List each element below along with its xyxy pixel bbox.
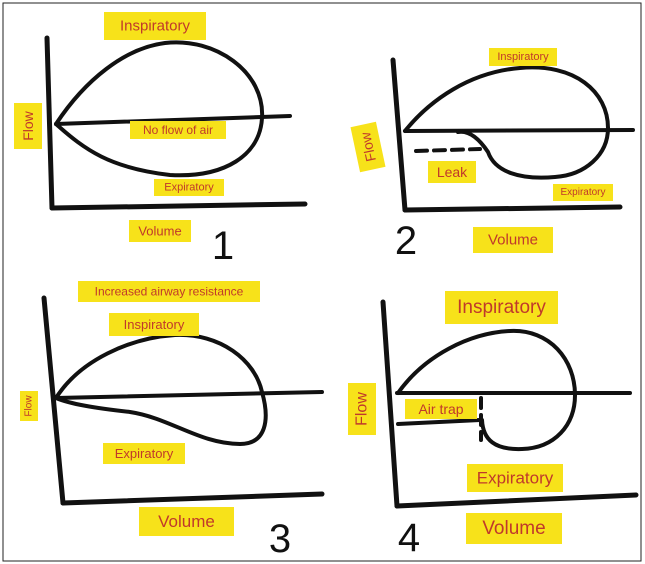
- panel-2-inspiratory-curve: [403, 65, 610, 180]
- panel-3-expiratory-text: Expiratory: [115, 446, 174, 461]
- panel-4-expiratory-label: Expiratory: [467, 464, 563, 492]
- panel-2-expiratory-label: Expiratory: [553, 184, 613, 201]
- panel-1-inspiratory-label: Inspiratory: [104, 12, 206, 40]
- panel-4-flow-label: Flow: [348, 383, 376, 435]
- panel-2-volume-text: Volume: [488, 232, 538, 249]
- panel-1-volume-text: Volume: [138, 224, 181, 239]
- panel-1-axes: [44, 35, 308, 211]
- panel-3-loop: [54, 332, 268, 446]
- panel-2-volume-label: Volume: [473, 227, 553, 253]
- panel-3-volume-label: Volume: [139, 507, 234, 536]
- panel-4: Inspiratory Flow Air trap Expiratory Vol…: [348, 291, 639, 560]
- panel-2-leak-label: Leak: [428, 161, 476, 183]
- panel-1-flow-text: Flow: [20, 110, 36, 140]
- panel-2-flow-text: Flow: [357, 130, 379, 163]
- panel-3-title-label: Increased airway resistance: [78, 281, 260, 302]
- panel-1-flow-label: Flow: [14, 103, 42, 149]
- panel-2: Inspiratory Flow Leak Expiratory Volume …: [350, 48, 635, 263]
- panel-3-flow-label: Flow: [20, 391, 38, 421]
- panel-4-expiratory-text: Expiratory: [477, 469, 554, 488]
- panel-1-number: 1: [212, 224, 234, 268]
- panel-4-inspiratory-label: Inspiratory: [445, 291, 558, 324]
- panel-3-inspiratory-label: Inspiratory: [109, 313, 199, 336]
- panel-4-number: 4: [398, 516, 420, 560]
- panel-3: Increased airway resistance Inspiratory …: [20, 281, 325, 561]
- panel-2-number: 2: [395, 219, 417, 263]
- panel-4-volume-text: Volume: [482, 518, 545, 539]
- panel-4-flow-text: Flow: [354, 392, 371, 426]
- panel-3-flow-text: Flow: [24, 395, 35, 417]
- panel-4-inspiratory-text: Inspiratory: [457, 297, 546, 318]
- panel-1-inspiratory-text: Inspiratory: [120, 18, 191, 35]
- panel-1-note-label: No flow of air: [130, 121, 226, 139]
- panel-2-leak-text: Leak: [437, 164, 468, 180]
- panel-3-inspiratory-text: Inspiratory: [124, 317, 185, 332]
- panel-4-axes: [380, 299, 639, 509]
- panel-3-expiratory-label: Expiratory: [103, 443, 185, 464]
- panel-1-expiratory-label: Expiratory: [154, 179, 224, 196]
- panel-1-note-text: No flow of air: [143, 123, 213, 137]
- panel-1-expiratory-text: Expiratory: [164, 182, 214, 194]
- panel-4-air-trap-text: Air trap: [418, 401, 463, 417]
- panel-3-volume-text: Volume: [158, 512, 215, 531]
- panel-1-volume-label: Volume: [129, 220, 191, 242]
- panel-2-inspiratory-label: Inspiratory: [489, 48, 557, 66]
- panel-3-number: 3: [269, 517, 291, 561]
- panel-3-axes: [41, 295, 325, 506]
- panel-2-flow-label: Flow: [350, 121, 386, 173]
- panel-1-loop: [54, 40, 265, 178]
- panel-3-title-text: Increased airway resistance: [95, 285, 244, 299]
- panel-2-inspiratory-text: Inspiratory: [497, 51, 549, 63]
- panel-4-air-trap-label: Air trap: [405, 399, 477, 419]
- panel-2-axes: [390, 57, 635, 213]
- panel-4-loop: [396, 328, 577, 452]
- panel-2-leak-dash: [414, 147, 482, 153]
- panel-1: Inspiratory Flow No flow of air Expirato…: [14, 12, 308, 268]
- panel-2-expiratory-text: Expiratory: [560, 187, 605, 198]
- panel-4-volume-label: Volume: [466, 513, 562, 544]
